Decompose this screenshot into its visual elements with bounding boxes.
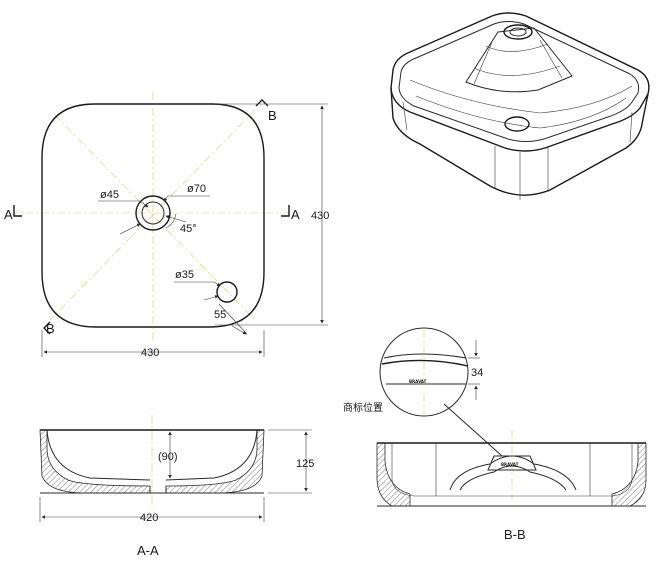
drain-outer-circle [135,195,171,231]
aa-left-wall [39,429,151,494]
aa-height-label: 125 [296,458,314,470]
iso-bowl-bottom [415,95,627,129]
section-bb-view: BRAVAT 34 商标位置 BRAVAT B-B [343,327,647,542]
section-b-top-label: B [268,108,277,123]
isometric-view [390,12,650,200]
dim-angle-label: 45° [180,223,197,235]
bb-logo-position-label: 商标位置 [343,401,383,414]
dim-angle-arc [165,213,177,229]
overflow-hole [216,281,238,303]
basin-outline [41,103,265,328]
drain-inner-circle [141,201,165,225]
bb-drain-logo: BRAVAT [501,462,519,467]
iso-overflow-hole [504,116,530,132]
dim-drain-inner-label: ø70 [187,183,206,195]
aa-section-label: A-A [137,543,159,558]
aa-depth-label: (90) [158,451,178,463]
dim-width-label: 430 [141,347,159,359]
bb-detail-circle [379,327,469,417]
dim-overflow-offset-line [218,303,248,335]
aa-width-label: 420 [140,512,158,524]
bb-left-wall [376,442,411,507]
bb-detail-logo: BRAVAT [409,379,427,384]
dim-height-label: 430 [311,210,329,222]
dim-overflow-offset-label: 55 [214,309,226,321]
bb-right-wall [611,442,647,507]
bb-detail-dim-label: 34 [471,367,483,379]
bb-section-label: B-B [504,527,526,542]
section-b-bottom-label: B [46,321,55,336]
bb-detail-leader [443,403,503,457]
diagonal-centerline-2 [49,109,256,321]
iso-rim-inner [398,21,640,142]
aa-right-wall [165,429,265,494]
dim-drain-outer-label: ø45 [100,189,119,201]
iso-rim-outer [390,12,650,152]
section-aa-view: (90) 125 420 A-A [39,415,314,558]
section-a-left-marker [13,205,22,217]
dim-drain-diagonal-right [165,215,187,223]
section-b-top-marker [255,99,269,107]
section-b-bottom-marker [43,321,51,335]
section-a-left-label: A [4,207,13,222]
dim-overflow-label: ø35 [175,269,194,281]
dim-drain-diagonal-left [119,223,141,235]
top-view: A A B B ø45 ø70 45° ø35 55 [4,92,329,359]
section-a-right-marker [281,205,290,217]
iso-drain-hole [503,24,533,40]
iso-drain-cone [465,27,573,93]
section-a-right-label: A [291,207,300,222]
diagonal-centerline-1 [54,114,256,321]
